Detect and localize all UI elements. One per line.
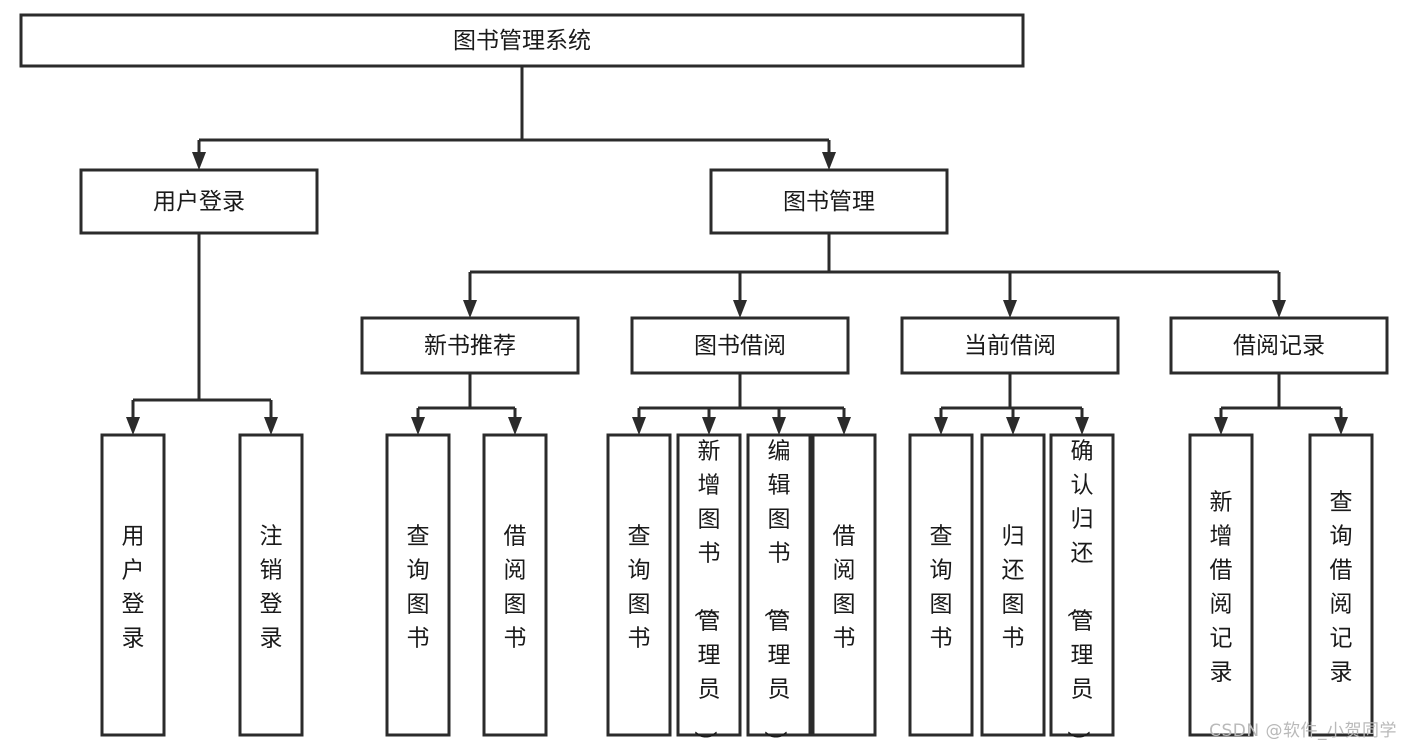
node-box [980,433,1046,737]
node-label: 归还图书 [1002,524,1025,652]
l3-0-to-leaf-1-arrowhead [508,417,522,435]
node-box [900,316,1120,375]
node-leaf-6[interactable]: 编辑图书（管理员） [746,433,812,747]
root-to-l2-1-arrowhead [822,152,836,170]
node-root-0[interactable]: 图书管理系统 [19,13,1025,68]
node-label: 新增借阅记录 [1210,490,1233,686]
node-leaf-4[interactable]: 查询图书 [606,433,672,737]
node-label: 确认归还（管理员） [1065,439,1094,747]
login-to-leaf-0-arrowhead [126,417,140,435]
l3-1-to-leaf-0-arrowhead [632,417,646,435]
l3-3-to-leaf-0-arrowhead [1214,417,1228,435]
node-box [908,433,974,737]
node-box [606,433,672,737]
node-box [385,433,451,737]
node-box [746,433,812,737]
node-label: 新增图书（管理员） [692,439,721,747]
node-box [676,433,742,737]
l3-0-to-leaf-0-arrowhead [411,417,425,435]
node-l3-2[interactable]: 当前借阅 [900,316,1120,375]
node-label: 图书管理系统 [453,28,591,54]
l3-1-to-leaf-2-arrowhead [772,417,786,435]
node-leaf-8[interactable]: 查询图书 [908,433,974,737]
node-label: 借阅图书 [833,524,856,652]
node-leaf-1[interactable]: 注销登录 [238,433,304,737]
l3-2-to-leaf-0-arrowhead [934,417,948,435]
l3-2-to-leaf-1-arrowhead [1006,417,1020,435]
l3-1-to-leaf-1-arrowhead [702,417,716,435]
node-box [630,316,850,375]
node-label: 查询图书 [407,524,430,652]
node-label: 图书管理 [783,189,875,215]
node-l3-1[interactable]: 图书借阅 [630,316,850,375]
node-box [19,13,1025,68]
node-leaf-0[interactable]: 用户登录 [100,433,166,737]
node-label: 借阅记录 [1233,333,1325,359]
l3-1-to-leaf-3-arrowhead [837,417,851,435]
l3-3-to-leaf-1-arrowhead [1334,417,1348,435]
node-box [709,168,949,235]
node-leaf-7[interactable]: 借阅图书 [811,433,877,737]
node-box [1049,433,1115,737]
node-boxes: 图书管理系统用户登录图书管理新书推荐图书借阅当前借阅借阅记录用户登录注销登录查询… [19,13,1389,747]
node-box [79,168,319,235]
node-box [238,433,304,737]
login-to-leaf-1-arrowhead [264,417,278,435]
node-label: 新书推荐 [424,333,516,359]
node-label: 查询图书 [930,524,953,652]
node-l3-3[interactable]: 借阅记录 [1169,316,1389,375]
node-label: 当前借阅 [964,333,1056,359]
mgmt-to-l3-2-arrowhead [1003,300,1017,318]
mgmt-to-l3-3-arrowhead [1272,300,1286,318]
watermark-label: CSDN @软件_小贺同学 [1209,721,1397,741]
node-label: 借阅图书 [504,524,527,652]
node-leaf-10[interactable]: 确认归还（管理员） [1049,433,1115,747]
node-leaf-11[interactable]: 新增借阅记录 [1188,433,1254,737]
node-box [1169,316,1389,375]
node-label: 用户登录 [153,189,245,215]
node-box [482,433,548,737]
node-leaf-2[interactable]: 查询图书 [385,433,451,737]
node-label: 图书借阅 [694,333,786,359]
node-leaf-5[interactable]: 新增图书（管理员） [676,433,742,747]
node-label: 查询图书 [628,524,651,652]
node-label: 编辑图书（管理员） [762,439,791,747]
node-l2-1[interactable]: 图书管理 [709,168,949,235]
root-to-l2-0-arrowhead [192,152,206,170]
node-l3-0[interactable]: 新书推荐 [360,316,580,375]
node-box [360,316,580,375]
node-leaf-9[interactable]: 归还图书 [980,433,1046,737]
node-box [1188,433,1254,737]
node-l2-0[interactable]: 用户登录 [79,168,319,235]
mgmt-to-l3-1-arrowhead [733,300,747,318]
node-box [100,433,166,737]
mgmt-to-l3-0-arrowhead [463,300,477,318]
node-label: 注销登录 [260,524,283,652]
node-box [1308,433,1374,737]
node-label: 查询借阅记录 [1330,490,1353,686]
node-box [811,433,877,737]
node-label: 用户登录 [122,524,145,652]
node-leaf-12[interactable]: 查询借阅记录 [1308,433,1374,737]
node-leaf-3[interactable]: 借阅图书 [482,433,548,737]
l3-2-to-leaf-2-arrowhead [1075,417,1089,435]
connector-lines [126,66,1348,435]
